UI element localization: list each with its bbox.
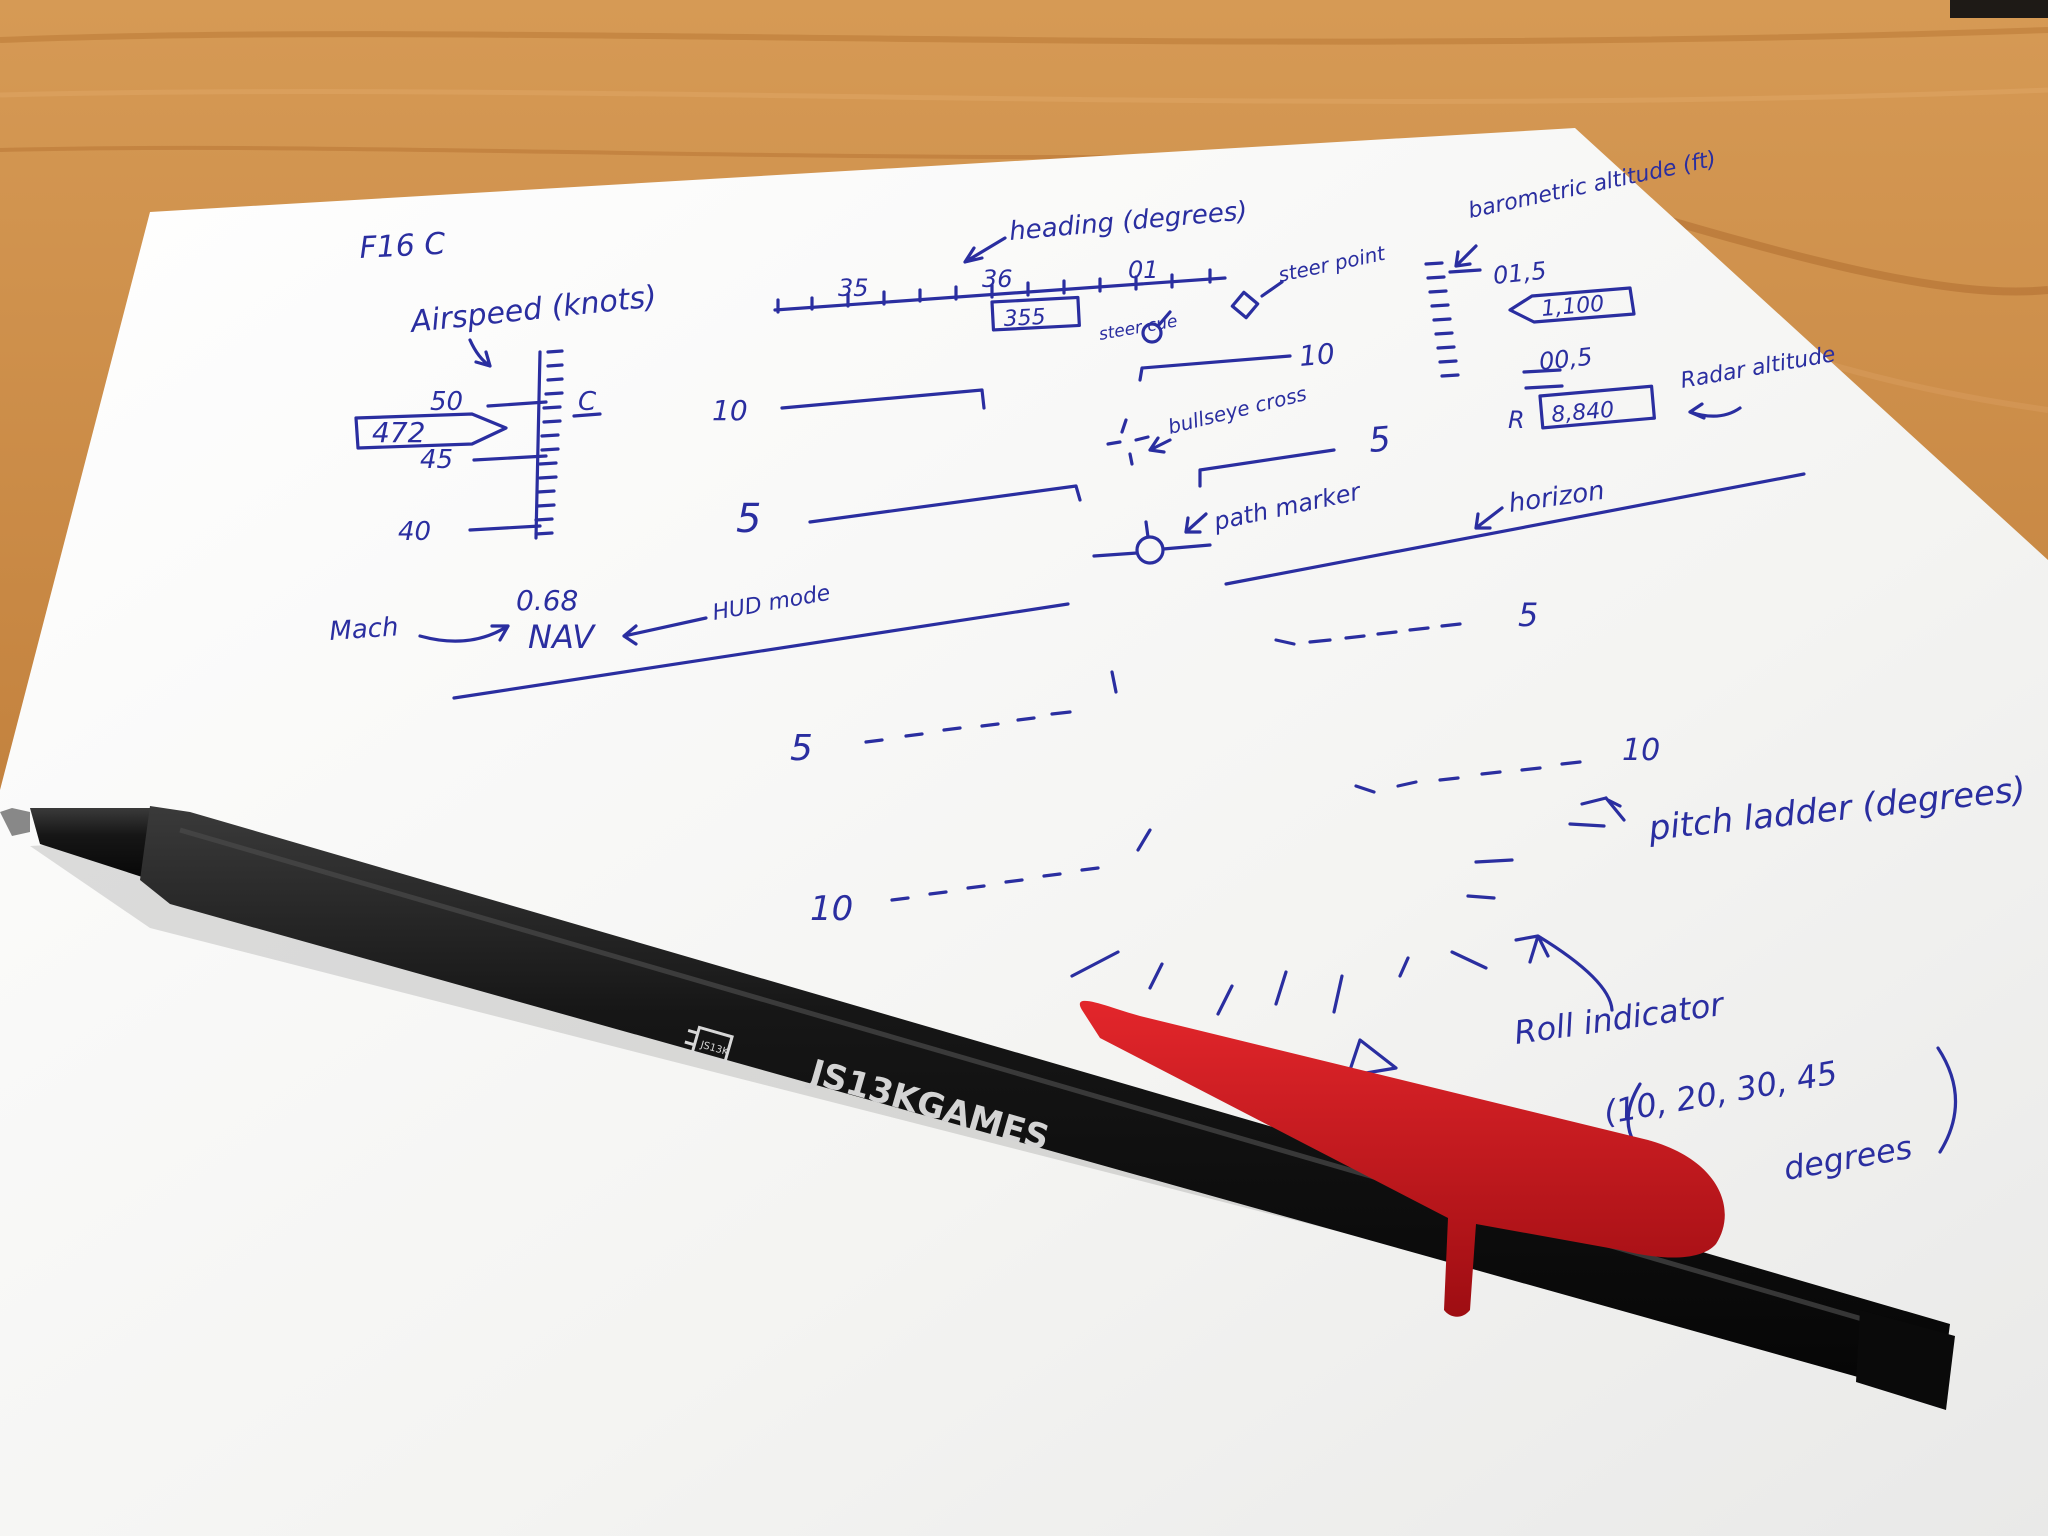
sketch-title: F16 C [359,227,447,266]
radar-altitude-value: 8,840 [1550,398,1615,428]
pen: JS13K JS13KGAMES [0,806,1955,1410]
pitch-bar-right-neg10 [1354,760,1582,794]
heading-tick-35: 35 [838,274,869,302]
path-marker-wings [1092,520,1212,558]
pitch-left-5: 5 [736,496,761,542]
horizon-right [1224,472,1806,586]
pen-end-cap [1856,1310,1955,1410]
roll-indicator-arrow [1514,934,1614,1012]
pitch-lower-right-10: 10 [1622,733,1660,768]
horizon-left [452,602,1070,700]
airspeed-tick-40: 40 [398,517,431,547]
bullseye-cross-icon [1106,418,1150,466]
airspeed-value-pointer [354,412,508,450]
airspeed-tick-50: 50 [430,387,463,417]
radar-altitude-prefix: R [1508,406,1525,434]
hud-mode-value: NAV [528,618,596,656]
pitch-bar-right-neg5 [1274,622,1462,646]
pitch-bar-left-5 [808,484,1082,524]
airspeed-tick-45: 45 [420,445,453,475]
roll-pointer-triangle-icon [1346,1038,1398,1078]
roll-scale-ticks [1070,894,1496,1016]
heading-value: 355 [1003,305,1046,332]
pen-body [140,806,1950,1400]
heading-value-box [990,295,1081,332]
mach-arrow [418,624,510,643]
pitch-lower-left-5: 5 [790,728,813,769]
pitch-right-5: 5 [1367,419,1392,461]
heading-arrow [963,236,1007,264]
pitch-left-10: 10 [712,394,748,427]
altitude-tick-005: 00,5 [1538,343,1594,376]
airspeed-ticks [534,349,564,536]
pitch-ladder-upper: 10 5 10 5 [712,337,1392,542]
mach-label: Mach [328,612,399,647]
radar-altitude-box [1538,384,1656,430]
hud-mode-arrow [622,616,708,646]
pitch-bar-right-5 [1198,448,1336,488]
altitude-ticks [1424,261,1460,378]
steer-cue-circle-icon [1141,322,1163,344]
heading-tape-line [773,276,1227,312]
pitch-lower-left-10: 10 [810,889,853,929]
pitch-bar-left-neg10 [890,828,1514,902]
airspeed-value: 472 [372,416,425,449]
mach-value: 0.68 [516,584,578,617]
pitch-right-10: 10 [1298,337,1336,373]
altitude-tick-015: 01,5 [1492,257,1548,290]
altitude-value: 1,100 [1540,292,1605,322]
radar-altitude-arrow [1688,402,1742,420]
steer-point-diamond-icon [1230,290,1260,320]
altitude-major-ticks [1448,268,1564,390]
pitch-bar-left-neg5 [864,670,1118,744]
pitch-bar-left-10 [780,388,986,410]
pitch-ladder-arrow [1568,796,1626,828]
pen-clip [1079,1000,1725,1317]
altitude-arrow [1454,244,1478,268]
airspeed-mode-letter: C [578,387,597,417]
heading-tick-01: 01 [1128,256,1159,284]
heading-ticks [776,268,1212,314]
altitude-value-pointer [1508,286,1636,324]
airspeed-major-ticks [468,400,548,532]
heading-tick-36: 36 [982,265,1013,293]
airspeed-arrow [468,338,492,368]
pen-tip [0,808,30,836]
pen-grip [30,808,170,886]
pitch-lower-right-5: 5 [1518,596,1538,634]
pitch-bar-right-10 [1138,354,1292,382]
